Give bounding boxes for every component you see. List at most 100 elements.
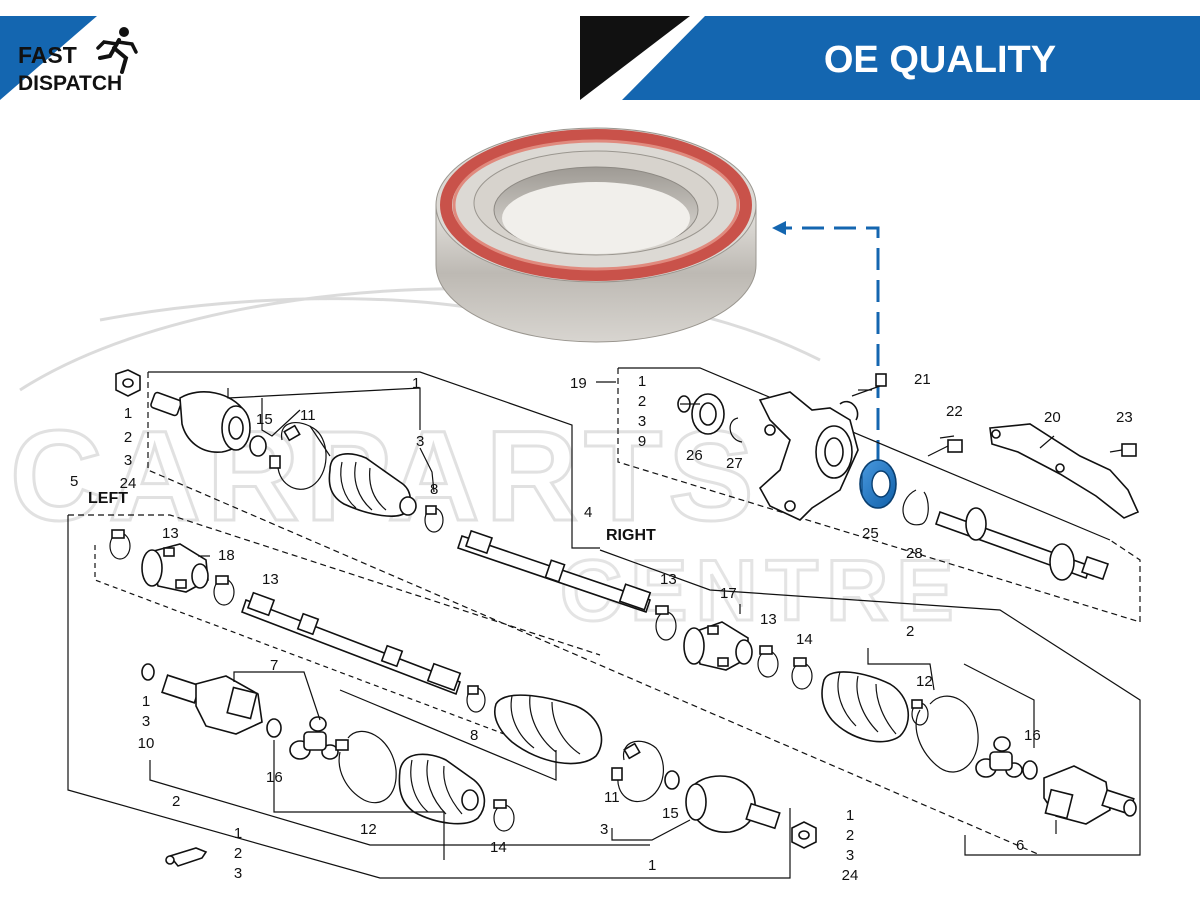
callout-nut-3: 3 [124, 452, 132, 469]
callout-16l: 16 [266, 769, 283, 786]
right-lower-assembly [655, 605, 1137, 825]
upper-driveshaft-assembly [115, 369, 652, 614]
callout-14b: 14 [490, 839, 507, 856]
boot-band-14-right [791, 657, 813, 690]
oe-quality-label: OE QUALITY [824, 39, 1056, 81]
runner-icon [96, 27, 138, 74]
callout-8l: 8 [470, 727, 478, 744]
callout-6: 6 [1016, 837, 1024, 854]
pointer-arrowhead [772, 221, 786, 235]
callout-left-10: 10 [138, 735, 155, 752]
clip-ring-top [249, 435, 267, 457]
highlighted-bearing-25 [859, 459, 897, 509]
fast-dispatch-badge: FAST DISPATCH [0, 16, 138, 100]
callout-top-1: 1 [412, 375, 420, 392]
callout-19-1: 1 [638, 373, 646, 390]
callout-12l: 12 [360, 821, 377, 838]
boot-band-14-left [493, 799, 515, 832]
callout-11b: 11 [604, 789, 620, 806]
callout-5: 5 [70, 473, 78, 490]
boot-band-top [269, 422, 327, 490]
dispatch-label: DISPATCH [18, 72, 122, 95]
leader-lines [198, 381, 1057, 860]
left-driveshaft-assembly [109, 529, 817, 867]
callout-4: 4 [584, 504, 592, 521]
banner-blue-band [622, 16, 1200, 100]
boot-clamp-top [424, 505, 444, 533]
callout-13b: 13 [262, 571, 279, 588]
callout-top-3: 3 [416, 433, 424, 450]
outer-cv-joint-left [685, 775, 781, 833]
callout-23: 23 [1116, 409, 1133, 426]
oe-quality-banner: OE QUALITY [580, 16, 1200, 100]
callout-7: 7 [270, 657, 278, 674]
callout-top-15: 15 [256, 411, 273, 428]
callout-12r: 12 [916, 673, 933, 690]
callout-19: 19 [570, 375, 587, 392]
callout-left-3: 3 [142, 713, 150, 730]
callout-25: 25 [862, 525, 879, 542]
heat-shield-20 [989, 423, 1140, 519]
boot-band-13-left2 [213, 575, 235, 606]
bolt-22 [927, 439, 963, 457]
clamp-12-right [911, 699, 929, 726]
clip-16-left [266, 718, 282, 738]
callout-21: 21 [914, 371, 931, 388]
boot-band-11-left [611, 740, 664, 803]
inner-joint-17 [683, 621, 753, 671]
callout-19-9: 9 [638, 433, 646, 450]
callout-bl-3: 3 [234, 865, 242, 882]
callout-28: 28 [906, 545, 923, 562]
inner-cv-joint-right [1043, 765, 1137, 825]
callout-bl-2: 2 [234, 845, 242, 862]
callout-22: 22 [946, 403, 963, 420]
bolt-21 [851, 373, 887, 397]
callout-13d: 13 [760, 611, 777, 628]
clip-16-right [1022, 760, 1038, 780]
clamp-8-left [466, 685, 486, 713]
snap-ring-28 [902, 489, 929, 526]
inner-cv-joint-left [141, 663, 263, 735]
callout-top-11: 11 [300, 407, 316, 424]
bearing-red-seal [440, 129, 752, 281]
callout-nut-2: 2 [124, 429, 132, 446]
group-frames [67, 367, 1141, 879]
bolt-23 [1109, 443, 1137, 457]
boot-band-13-right2 [757, 645, 779, 678]
intermediate-shaft-top [456, 529, 652, 614]
callout-13c: 13 [660, 571, 677, 588]
banner-black-wedge [580, 16, 690, 100]
label-left: LEFT [88, 490, 128, 507]
badge-corner-triangle [0, 16, 97, 100]
cv-boot-left [398, 753, 486, 825]
callout-19-3: 3 [638, 413, 646, 430]
callout-2l: 2 [172, 793, 180, 810]
callout-14a: 14 [796, 631, 813, 648]
callout-15b: 15 [662, 805, 679, 822]
hub-nut-bottom [791, 821, 817, 849]
right-hub-assembly [677, 373, 1140, 581]
inner-joint-18 [141, 543, 209, 593]
callout-top-8: 8 [430, 481, 438, 498]
callout-br-2: 2 [846, 827, 854, 844]
callout-17: 17 [720, 585, 737, 602]
outer-cv-joint-top [150, 391, 251, 453]
callout-br-1: 1 [846, 807, 854, 824]
label-right: RIGHT [606, 527, 656, 544]
callout-26: 26 [686, 447, 703, 464]
callout-left-1: 1 [142, 693, 150, 710]
steering-knuckle [758, 391, 859, 521]
callout-nut-24: 24 [120, 475, 137, 492]
clip-15-left [664, 770, 680, 790]
callout-13a: 13 [162, 525, 179, 542]
part-labels: 1 2 3 24 1 11 15 3 8 4 RIGHT 5 LEFT 13 1… [70, 371, 1133, 884]
cv-boot-left-outer [494, 694, 603, 765]
cv-boot-top [328, 453, 417, 517]
cv-boot-right [821, 671, 909, 743]
callout-19-2: 2 [638, 393, 646, 410]
boot-band-12-right [915, 695, 979, 773]
tripod-right [975, 736, 1023, 778]
snap-ring-27 [729, 417, 743, 443]
